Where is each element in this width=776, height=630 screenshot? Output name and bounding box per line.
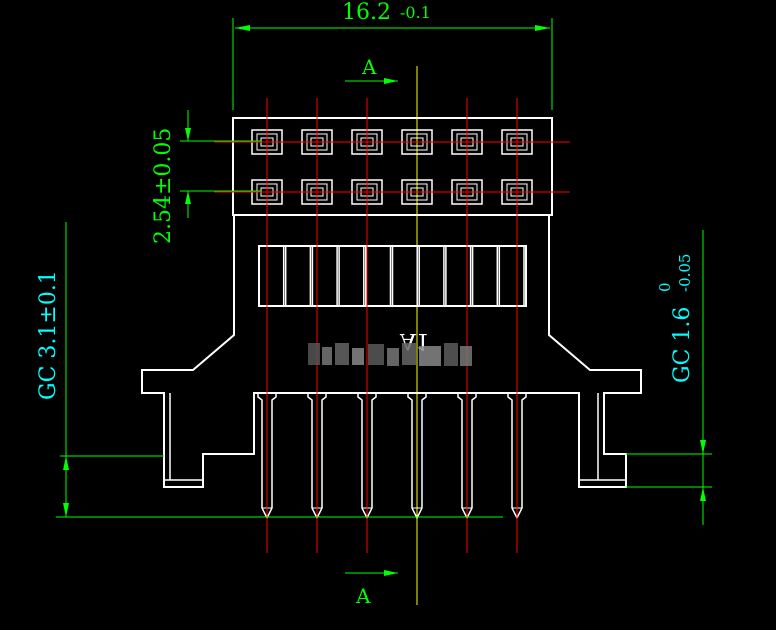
right-tol-upper: 0 bbox=[656, 282, 674, 292]
left-height-label: GC 3.1±0.1 bbox=[36, 270, 61, 400]
window-slot bbox=[498, 245, 525, 307]
section-arrow-top bbox=[345, 78, 398, 84]
window-slot bbox=[284, 245, 312, 307]
pitch-dimension bbox=[180, 110, 262, 218]
blurred-logo bbox=[308, 343, 472, 366]
width-label: 16.2 bbox=[342, 0, 391, 25]
section-label-bottom: A bbox=[355, 584, 371, 608]
pitch-label: 2.54±0.05 bbox=[151, 128, 176, 244]
window-slot bbox=[311, 245, 338, 307]
window-slot bbox=[365, 245, 392, 307]
window-slot bbox=[258, 245, 285, 307]
right-height-dimension bbox=[626, 230, 712, 525]
width-dimension bbox=[232, 18, 553, 110]
window-slots bbox=[258, 245, 527, 307]
window-slot bbox=[338, 245, 365, 307]
window-slot bbox=[445, 245, 472, 307]
left-height-dimension bbox=[56, 222, 503, 518]
section-arrow-bottom bbox=[345, 570, 398, 576]
window-slot bbox=[391, 245, 418, 307]
window-slot bbox=[418, 245, 445, 307]
window-slot bbox=[471, 245, 499, 307]
section-label-top: A bbox=[361, 55, 377, 79]
right-height-label: GC 1.6 bbox=[670, 307, 695, 383]
right-tol-lower: -0.05 bbox=[676, 254, 694, 292]
pin bbox=[407, 393, 427, 520]
pin-centerlines bbox=[214, 98, 570, 553]
width-tolerance: -0.1 bbox=[400, 3, 431, 22]
connector-body-outline bbox=[141, 117, 642, 488]
